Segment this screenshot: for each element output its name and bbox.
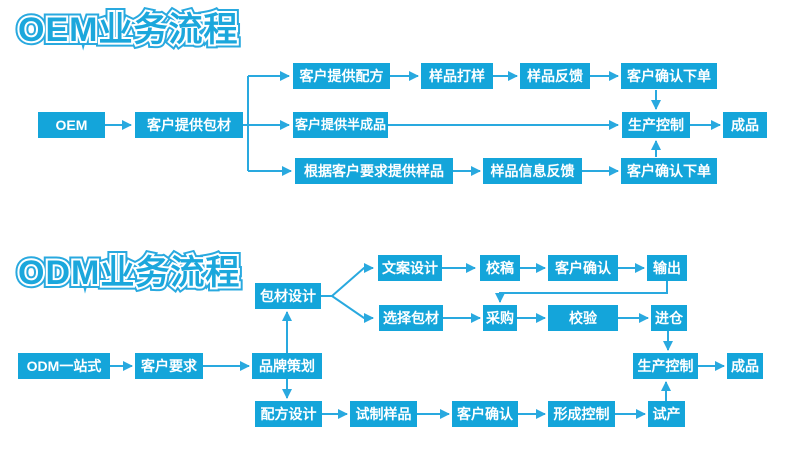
node-odm-purchase: 采购 (483, 305, 517, 331)
node-odm-pilot-production: 试产 (648, 401, 685, 427)
oem-title-outline: OEM业务流程 (14, 7, 241, 53)
node-oem-production-control: 生产控制 (622, 112, 690, 138)
node-oem-start: OEM (38, 112, 105, 138)
node-oem-sample-by-request: 根据客户要求提供样品 (295, 158, 453, 184)
odm-title-text: ODM业务流程 (18, 254, 241, 292)
node-oem-confirm-order-top: 客户确认下单 (621, 63, 717, 89)
node-odm-confirm-bottom: 客户确认 (452, 401, 518, 427)
node-odm-customer-requirement: 客户要求 (135, 353, 203, 379)
odm-title-outline: ODM业务流程 (14, 250, 243, 296)
node-odm-warehouse-in: 进仓 (651, 305, 687, 331)
node-oem-sample-feedback: 样品反馈 (520, 63, 590, 89)
node-odm-proofread: 校稿 (480, 255, 520, 281)
oem-title-casing: OEM业务流程 (16, 9, 239, 51)
node-oem-semi-finished: 客户提供半成品 (293, 112, 388, 138)
node-odm-package-design: 包材设计 (255, 283, 321, 309)
node-oem-sample-info-feedback: 样品信息反馈 (483, 158, 582, 184)
odm-title-casing: ODM业务流程 (16, 252, 241, 294)
node-odm-start: ODM一站式 (18, 353, 110, 379)
node-odm-copy-design: 文案设计 (378, 255, 442, 281)
node-odm-select-package: 选择包材 (379, 305, 443, 331)
oem-flow-arrows (105, 71, 721, 176)
node-odm-trial-sample: 试制样品 (350, 401, 417, 427)
node-odm-formula-design: 配方设计 (255, 401, 322, 427)
node-oem-confirm-order-bottom: 客户确认下单 (621, 158, 717, 184)
node-odm-output: 输出 (647, 255, 687, 281)
node-oem-formula: 客户提供配方 (293, 63, 390, 89)
node-odm-production-control: 生产控制 (633, 353, 698, 379)
node-oem-finished-product: 成品 (723, 112, 767, 138)
node-odm-forming-control: 形成控制 (548, 401, 615, 427)
oem-section-title: OEM业务流程 OEM业务流程 OEM业务流程 (14, 7, 241, 53)
odm-section-title: ODM业务流程 ODM业务流程 ODM业务流程 (14, 250, 243, 296)
node-oem-sample-make: 样品打样 (421, 63, 493, 89)
node-odm-confirm-top: 客户确认 (548, 255, 618, 281)
node-odm-finished-product: 成品 (727, 353, 763, 379)
node-odm-verify: 校验 (548, 305, 618, 331)
node-odm-brand-planning: 品牌策划 (252, 353, 322, 379)
node-oem-package: 客户提供包材 (135, 112, 243, 138)
oem-title-text: OEM业务流程 (18, 11, 239, 49)
odm-flow-arrows (110, 263, 725, 419)
